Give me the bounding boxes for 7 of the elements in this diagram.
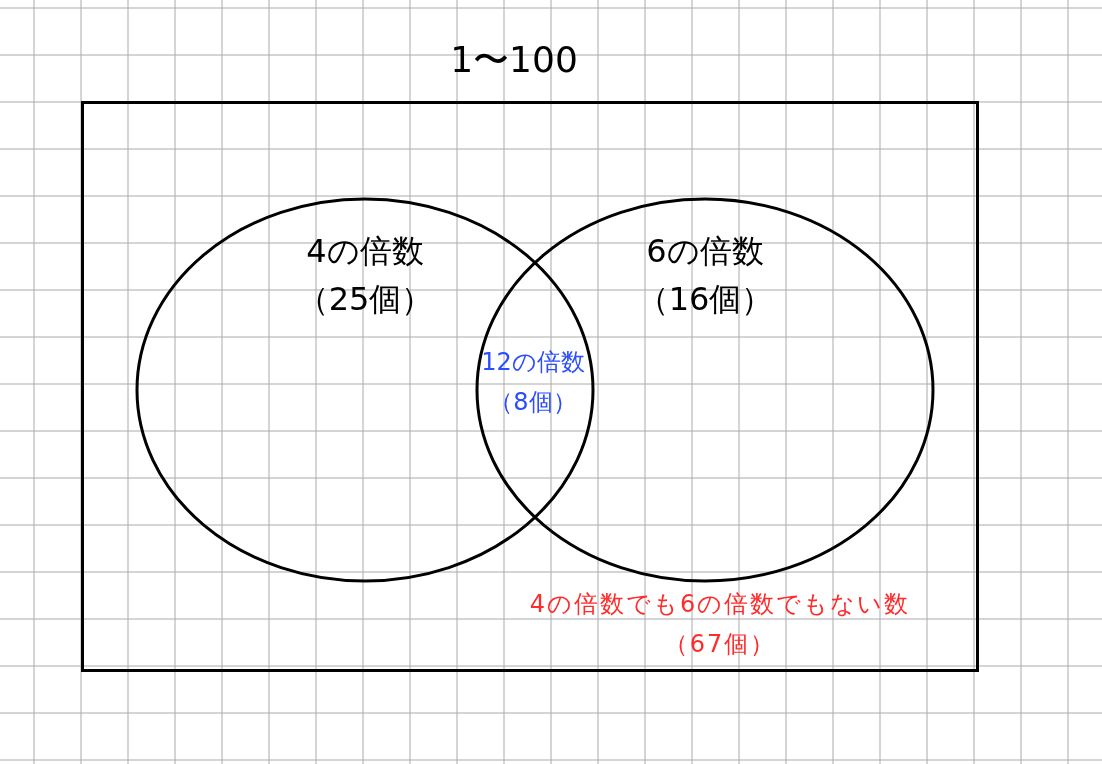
set-label: 4の倍数（25個）: [295, 231, 435, 320]
set-title: 1〜100: [449, 38, 579, 82]
set-ellipse: [135, 197, 595, 583]
set-label: 6の倍数（16個）: [635, 231, 775, 320]
set-ellipse: [475, 197, 935, 583]
intersection-label: 12の倍数（8個）: [480, 347, 586, 418]
outside-label: 4の倍数でも6の倍数でもない数（67個）: [528, 589, 912, 660]
